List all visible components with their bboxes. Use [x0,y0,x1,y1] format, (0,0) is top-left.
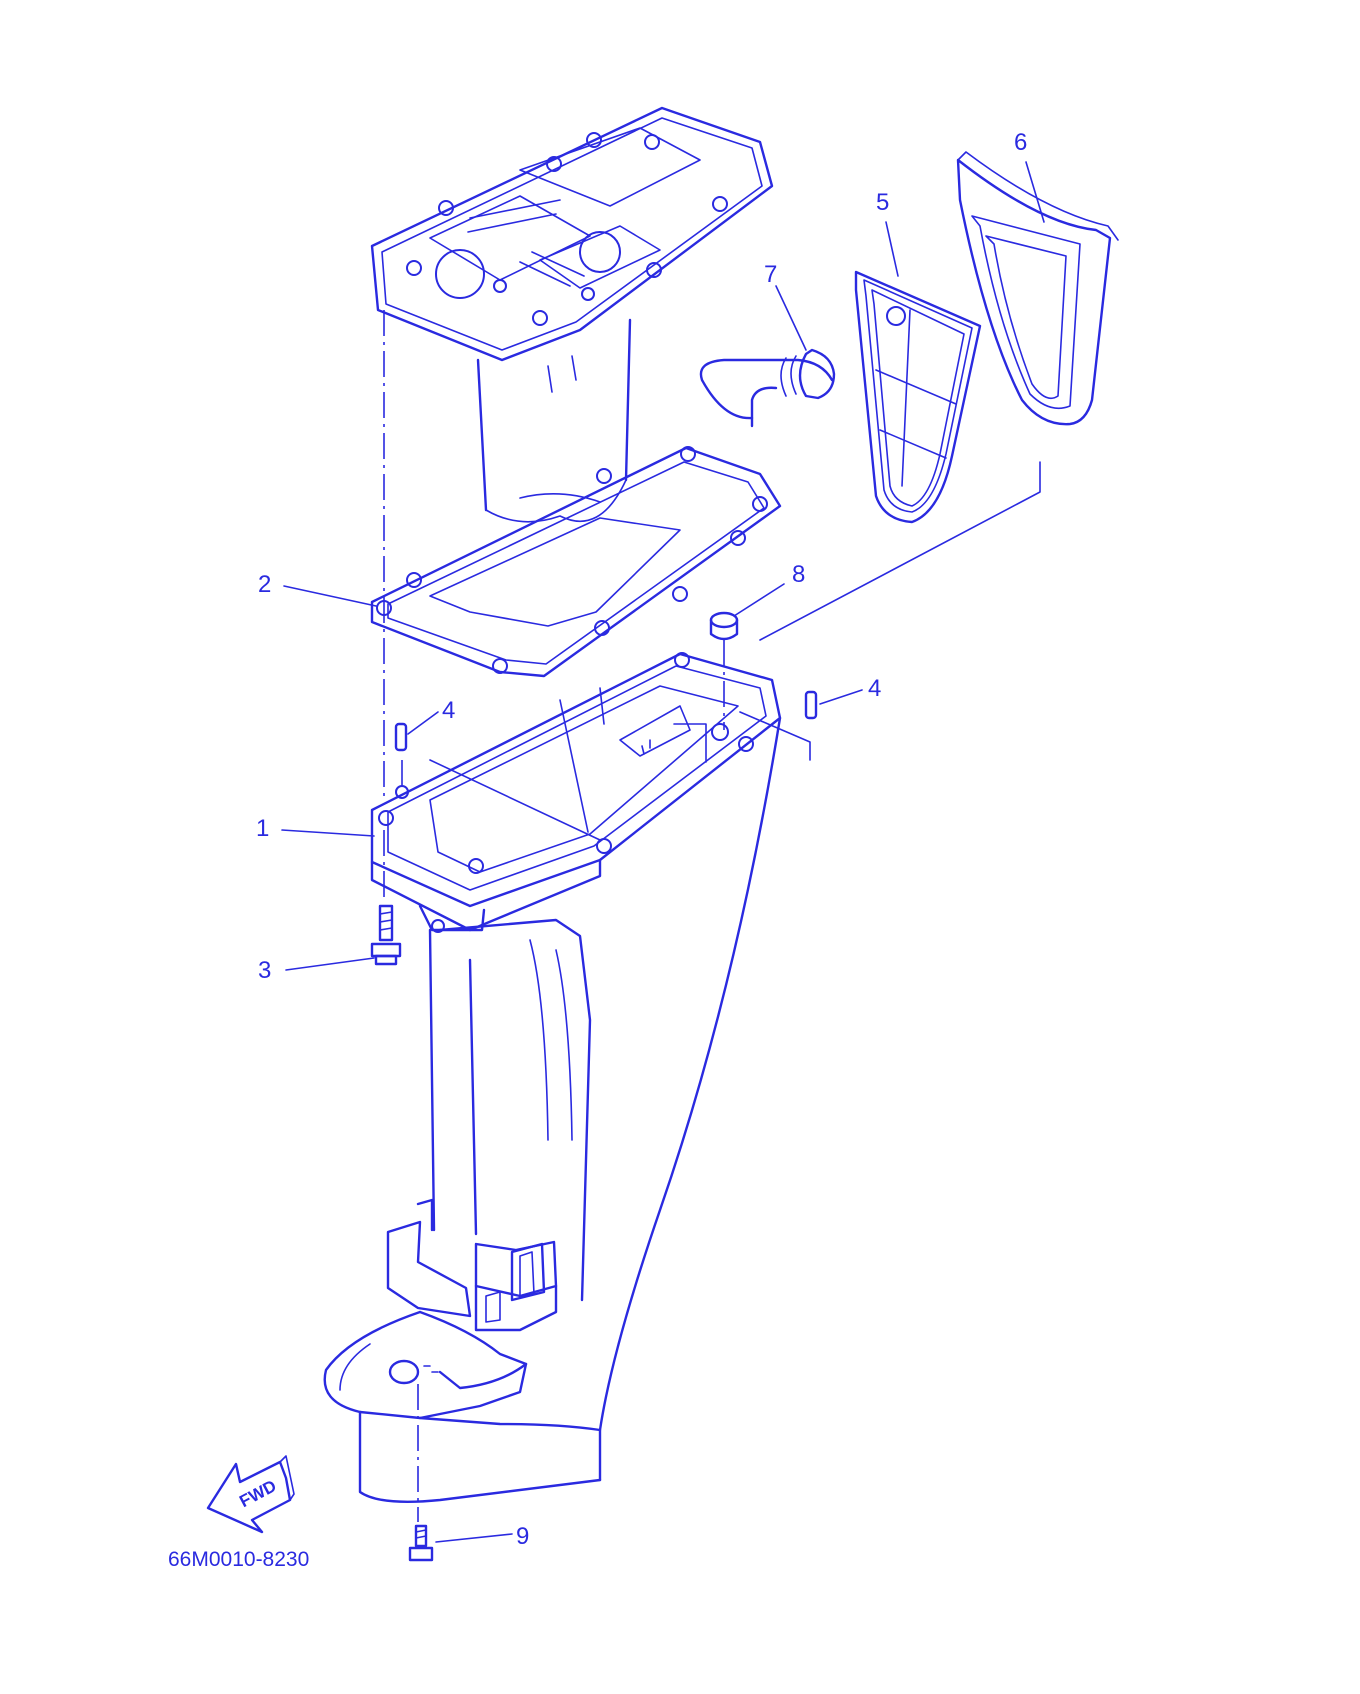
dowel-pin-left [394,722,408,752]
callout-9: 9 [516,1523,529,1550]
callout-labels: 2 1 3 4 4 5 6 7 8 9 [256,129,1027,1550]
bolt-3 [370,904,402,966]
callout-5: 5 [876,189,889,216]
forward-direction-arrow: FWD [206,1455,295,1534]
upper-mount-plate [370,106,774,362]
seal-rubber [956,151,1119,426]
leader-lines [281,161,1045,1543]
gasket [370,446,782,678]
callout-1: 1 [256,815,269,842]
dowel-pin-right [804,690,818,720]
bolt-9 [408,1524,434,1562]
callout-2: 2 [258,571,271,598]
callout-8: 8 [792,561,805,588]
callout-4-right: 4 [868,675,881,702]
grille-cover [854,270,982,524]
drain-hose [699,348,836,428]
upper-casing [323,652,782,1503]
assembly-lines [383,310,1041,1522]
part-code: 66M0010-8230 [168,1548,309,1571]
exhaust-guide-tube [476,318,632,523]
callout-3: 3 [258,957,271,984]
grommet [709,611,739,641]
callout-7: 7 [764,261,777,288]
callout-4-left: 4 [442,697,455,724]
callout-6: 6 [1014,129,1027,156]
